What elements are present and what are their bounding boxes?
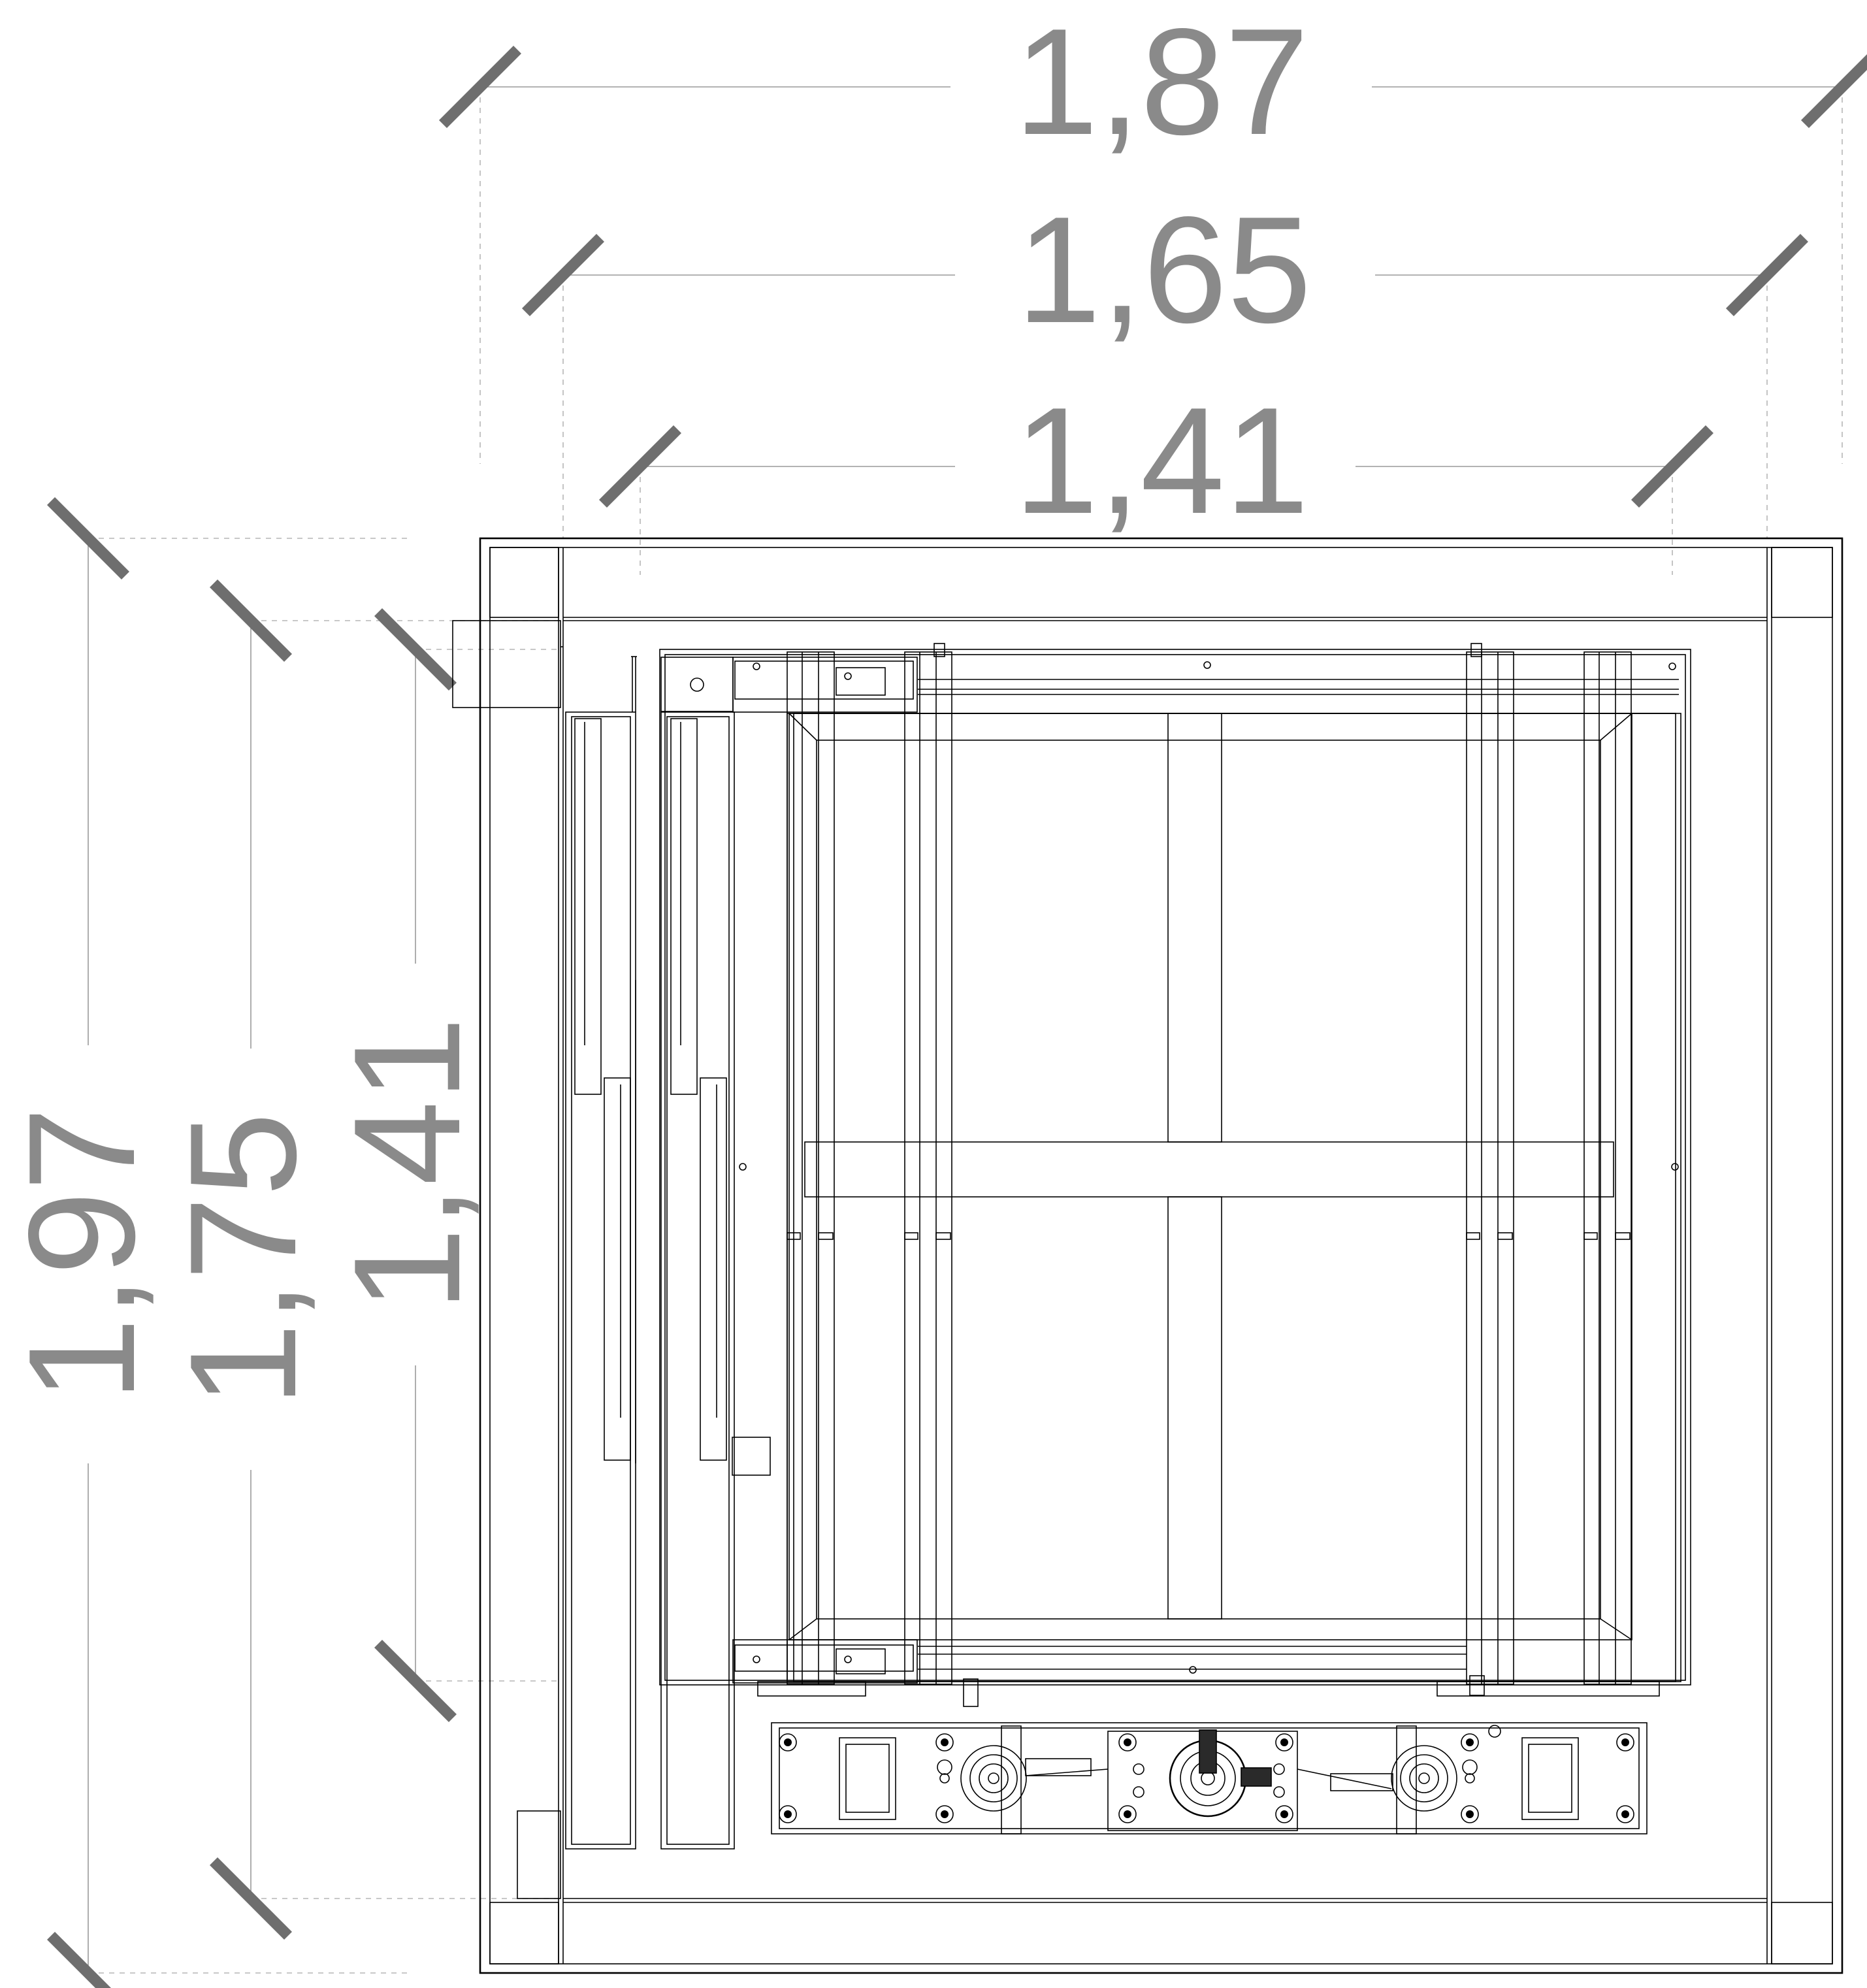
dimension-tick <box>209 1857 293 1940</box>
drive-pulley-left <box>960 1745 1027 1812</box>
drive-machinery <box>771 1722 1648 1834</box>
dimension-label-1-65: 1,65 <box>1016 186 1312 355</box>
corner-post <box>1771 547 1833 618</box>
corner-post <box>1771 1902 1833 1964</box>
lock-box <box>732 1437 771 1476</box>
drive-pulley-right <box>1391 1745 1457 1812</box>
door-panel <box>604 1077 631 1461</box>
dimension-tick <box>46 497 130 580</box>
dimension-tick <box>374 608 457 691</box>
guide-column <box>1466 651 1514 1685</box>
dimension-label-1-41: 1,41 <box>323 1017 492 1312</box>
buffer-right <box>1521 1737 1579 1820</box>
dimension-tick <box>438 45 522 129</box>
cabin-shell <box>787 713 1681 1682</box>
horizontal-dimension-1-87: 1,87 <box>438 0 1867 464</box>
header-block <box>660 657 734 712</box>
dimension-tick <box>1725 233 1809 317</box>
dimension-label-1-87: 1,87 <box>1014 0 1309 167</box>
dimension-tick <box>1800 54 1867 129</box>
machine-frame <box>771 1722 1648 1834</box>
horizontal-dimension-1-41: 1,41 <box>598 376 1714 575</box>
door-panel <box>574 718 602 1095</box>
guide-column <box>1583 651 1632 1685</box>
cabin-outline <box>659 649 1691 1686</box>
corner-post <box>489 547 559 618</box>
cross-beam <box>804 1141 1614 1198</box>
cabin <box>659 643 1691 1707</box>
guide-column <box>904 651 952 1685</box>
dimension-tick <box>1631 425 1714 508</box>
dimension-tick <box>374 1639 457 1723</box>
door-panel <box>670 718 698 1095</box>
outer-frame <box>479 537 1843 1974</box>
vertical-dimension-1-97: 1,97 <box>0 497 408 1988</box>
vertical-dimension-1-41: 1,41 <box>323 608 562 1723</box>
buffer-left <box>839 1737 896 1820</box>
door-panel <box>700 1077 727 1461</box>
dimension-label-1-41: 1,41 <box>1014 376 1309 546</box>
dimension-tick <box>46 1931 112 1988</box>
door-leaf-inner <box>660 711 735 1849</box>
door-assembly <box>452 620 771 1899</box>
dimension-tick <box>209 579 293 662</box>
dimension-label-1-97: 1,97 <box>0 1107 167 1402</box>
drive-spring <box>1199 1729 1217 1774</box>
dimension-tick <box>598 425 682 508</box>
horizontal-dimension-1-65: 1,65 <box>521 186 1809 539</box>
center-beam-lower <box>1167 1196 1222 1620</box>
door-header-block <box>452 620 561 708</box>
door-sill-block <box>517 1810 561 1899</box>
dimension-tick <box>521 233 605 317</box>
vertical-dimension-1-75: 1,75 <box>159 579 562 1940</box>
corner-post <box>489 1902 559 1964</box>
cabin-floor <box>816 740 1601 1620</box>
center-beam-upper <box>1167 713 1222 1143</box>
dimension-label-1-75: 1,75 <box>159 1112 328 1407</box>
guide-column <box>787 651 835 1685</box>
